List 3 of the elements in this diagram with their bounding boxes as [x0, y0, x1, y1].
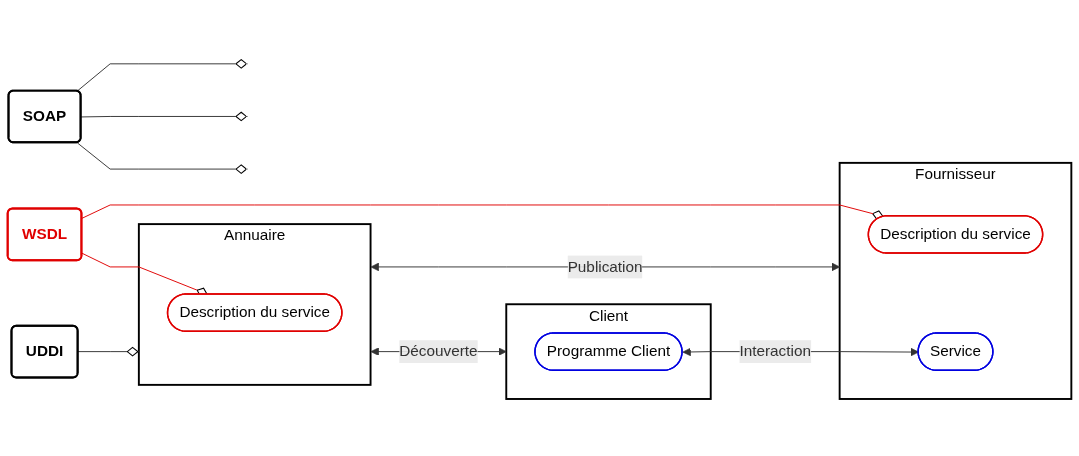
edge-label: Découverte — [399, 343, 478, 360]
edge-label: Publication — [567, 258, 643, 275]
edge-label: Interaction — [739, 343, 811, 360]
